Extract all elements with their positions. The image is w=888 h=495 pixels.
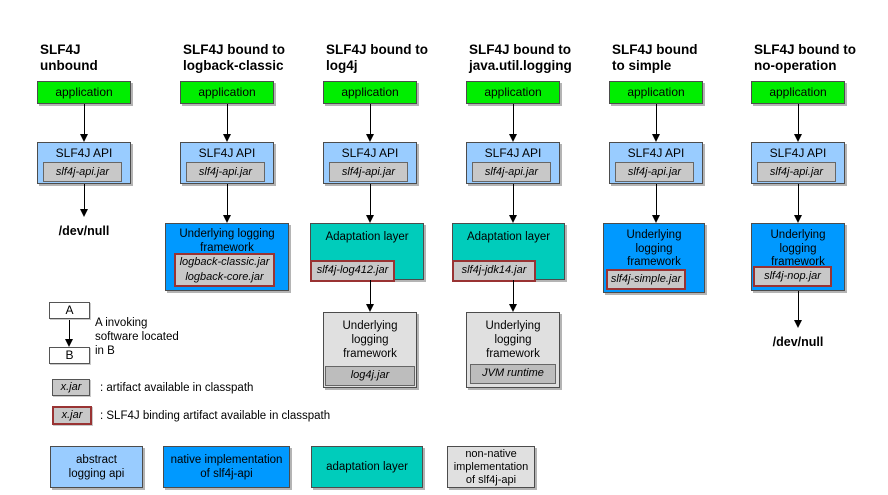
application-box: application	[37, 81, 131, 104]
binding-jar: slf4j-log412.jar	[310, 260, 395, 282]
arrow-down-icon	[365, 184, 375, 223]
slf4j-api-jar: slf4j-api.jar	[186, 162, 265, 182]
arrow-down-icon	[222, 104, 232, 142]
arrow-down-icon	[793, 291, 803, 328]
application-box: application	[466, 81, 560, 104]
arrow-down-icon	[365, 280, 375, 312]
slf4j-api-label: SLF4J API	[627, 146, 685, 160]
column-logback-classic: SLF4J bound to logback-classic applicati…	[165, 42, 289, 291]
arrow-down-icon	[222, 184, 232, 223]
arrow-down-icon	[651, 184, 661, 223]
underlying-framework-box: Underlying logging framework logback-cla…	[165, 223, 289, 291]
arrow-down-icon	[508, 184, 518, 223]
underlying-framework-label: Underlying logging framework	[342, 320, 398, 360]
arrow-down-icon	[793, 104, 803, 142]
slf4j-api-box: SLF4J API slf4j-api.jar	[466, 142, 560, 184]
slf4j-api-label: SLF4J API	[484, 146, 542, 160]
legend-non-native-implementation: non-native implementation of slf4j-api	[447, 446, 535, 488]
underlying-framework-box: Underlying logging framework slf4j-nop.j…	[751, 223, 845, 291]
legend-native-implementation: native implementation of slf4j-api	[163, 446, 290, 488]
application-label: application	[198, 85, 256, 99]
arrow-down-icon	[793, 184, 803, 223]
application-label: application	[484, 85, 542, 99]
underlying-framework-box: Underlying logging framework JVM runtime	[466, 312, 560, 388]
application-box: application	[609, 81, 703, 104]
slf4j-api-label: SLF4J API	[769, 146, 827, 160]
column-title: SLF4J bound to log4j	[326, 42, 428, 73]
binding-jar: slf4j-jdk14.jar	[452, 260, 536, 282]
binding-jar: logback-classic.jar logback-core.jar	[174, 253, 275, 287]
arrow-down-icon	[508, 104, 518, 142]
column-java-util-logging: SLF4J bound to java.util.logging applica…	[452, 42, 572, 388]
slf4j-api-jar: slf4j-api.jar	[43, 162, 122, 182]
column-title: SLF4J bound to simple	[612, 42, 698, 73]
underlying-framework-label: Underlying logging framework	[485, 320, 541, 360]
slf4j-api-jar: slf4j-api.jar	[329, 162, 408, 182]
column-simple: SLF4J bound to simple application SLF4J …	[603, 42, 705, 293]
adaptation-layer-box: Adaptation layer slf4j-log412.jar	[310, 223, 424, 282]
arrow-down-icon	[651, 104, 661, 142]
slf4j-api-jar: slf4j-api.jar	[472, 162, 551, 182]
legend-binding-caption: : SLF4J binding artifact available in cl…	[100, 410, 331, 422]
dev-null-label: /dev/null	[58, 224, 110, 238]
column-title: SLF4J unbound	[40, 42, 98, 73]
slf4j-api-box: SLF4J API slf4j-api.jar	[323, 142, 417, 184]
slf4j-api-box: SLF4J API slf4j-api.jar	[180, 142, 274, 184]
underlying-framework-box: Underlying logging framework slf4j-simpl…	[603, 223, 705, 293]
application-label: application	[55, 85, 113, 99]
application-box: application	[323, 81, 417, 104]
framework-jar: JVM runtime	[470, 364, 556, 384]
column-no-operation: SLF4J bound to no-operation application …	[751, 42, 856, 349]
column-slf4j-unbound: SLF4J unbound application SLF4J API slf4…	[37, 42, 131, 238]
binding-jar: slf4j-nop.jar	[753, 266, 832, 287]
column-title: SLF4J bound to no-operation	[754, 42, 856, 73]
slf4j-api-label: SLF4J API	[341, 146, 399, 160]
application-label: application	[627, 85, 685, 99]
legend-binding-jar: x.jar	[52, 406, 92, 425]
slf4j-api-box: SLF4J API slf4j-api.jar	[37, 142, 131, 184]
binding-jar: slf4j-simple.jar	[606, 269, 686, 290]
column-title: SLF4J bound to logback-classic	[183, 42, 285, 73]
slf4j-api-label: SLF4J API	[55, 146, 113, 160]
dev-null-label: /dev/null	[772, 335, 824, 349]
legend-artifact-jar: x.jar	[52, 379, 90, 396]
arrow-down-icon	[365, 104, 375, 142]
arrow-down-icon	[79, 184, 89, 217]
application-box: application	[180, 81, 274, 104]
slf4j-api-label: SLF4J API	[198, 146, 256, 160]
slf4j-api-box: SLF4J API slf4j-api.jar	[609, 142, 703, 184]
slf4j-api-jar: slf4j-api.jar	[615, 162, 694, 182]
underlying-framework-box: Underlying logging framework log4j.jar	[323, 312, 417, 388]
adaptation-layer-label: Adaptation layer	[325, 231, 409, 243]
legend-box-b: B	[49, 347, 90, 364]
underlying-framework-label: Underlying logging framework	[179, 228, 275, 254]
underlying-framework-label: Underlying logging framework	[770, 229, 826, 268]
legend-box-a: A	[49, 302, 90, 319]
application-box: application	[751, 81, 845, 104]
legend-adaptation-layer: adaptation layer	[311, 446, 423, 488]
slf4j-api-box: SLF4J API slf4j-api.jar	[751, 142, 845, 184]
arrow-down-icon	[508, 280, 518, 312]
arrow-down-icon	[65, 320, 74, 347]
framework-jar: log4j.jar	[325, 366, 415, 386]
adaptation-layer-box: Adaptation layer slf4j-jdk14.jar	[452, 223, 565, 282]
legend-invoke-caption: A invoking software located in B	[95, 317, 179, 357]
underlying-framework-label: Underlying logging framework	[626, 229, 682, 268]
slf4j-api-jar: slf4j-api.jar	[757, 162, 836, 182]
adaptation-layer-label: Adaptation layer	[466, 231, 551, 243]
column-log4j: SLF4J bound to log4j application SLF4J A…	[310, 42, 428, 388]
application-label: application	[769, 85, 827, 99]
legend-abstract-logging-api: abstract logging api	[50, 446, 143, 488]
application-label: application	[341, 85, 399, 99]
legend-artifact-caption: : artifact available in classpath	[100, 382, 254, 394]
arrow-down-icon	[79, 104, 89, 142]
column-title: SLF4J bound to java.util.logging	[469, 42, 572, 73]
